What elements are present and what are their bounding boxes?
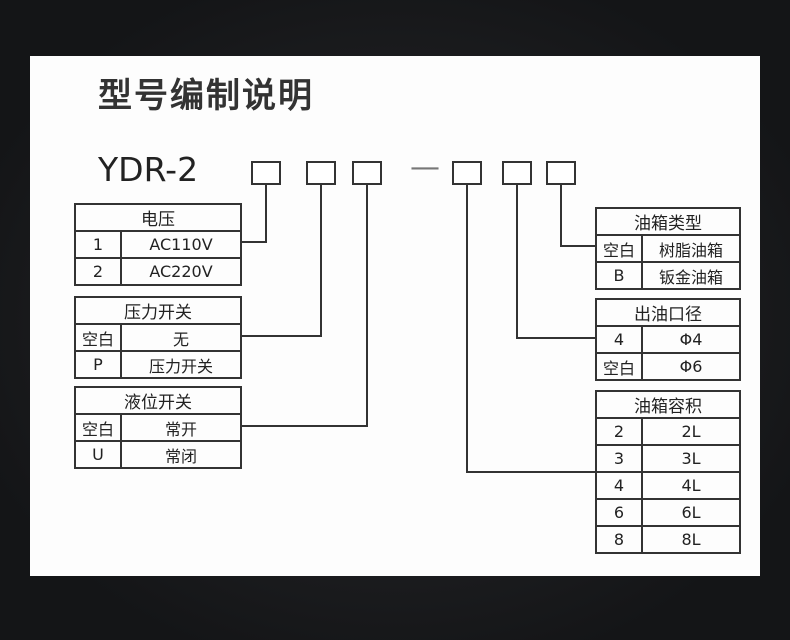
level-switch-value: 常闭 xyxy=(120,440,242,469)
tank-volume-value: 8L xyxy=(641,525,741,554)
tank-type-value: 树脂油箱 xyxy=(641,234,741,263)
voltage-value: AC110V xyxy=(120,230,242,259)
table-row: B 钣金油箱 xyxy=(595,261,741,290)
level-switch-code: U xyxy=(74,440,122,469)
model-prefix: YDR-2 xyxy=(98,150,199,189)
tank-type-table: 油箱类型 空白 树脂油箱 B 钣金油箱 xyxy=(595,207,741,290)
connector-level-switch xyxy=(242,185,368,427)
connector-outlet-diameter xyxy=(516,185,595,339)
code-slot-1 xyxy=(251,161,281,185)
pressure-switch-code: P xyxy=(74,350,122,379)
code-slot-2 xyxy=(306,161,336,185)
tank-volume-code: 4 xyxy=(595,471,643,500)
page-title: 型号编制说明 xyxy=(98,76,314,116)
tank-volume-value: 2L xyxy=(641,417,741,446)
tank-type-code: B xyxy=(595,261,643,290)
pressure-switch-value: 无 xyxy=(120,323,242,352)
outlet-diameter-value: Φ4 xyxy=(641,325,741,354)
voltage-code: 1 xyxy=(74,230,122,259)
model-separator: — xyxy=(410,150,440,185)
outlet-diameter-table-header: 出油口径 xyxy=(595,298,741,327)
tank-type-code: 空白 xyxy=(595,234,643,263)
table-row: 空白 常开 xyxy=(74,413,242,442)
code-slot-5 xyxy=(502,161,532,185)
level-switch-value: 常开 xyxy=(120,413,242,442)
table-row: 2 2L xyxy=(595,417,741,446)
outlet-diameter-table: 出油口径 4 Φ4 空白 Φ6 xyxy=(595,298,741,381)
code-slot-6 xyxy=(546,161,576,185)
tank-volume-table-header: 油箱容积 xyxy=(595,390,741,419)
voltage-value: AC220V xyxy=(120,257,242,286)
level-switch-code: 空白 xyxy=(74,413,122,442)
table-row: 4 4L xyxy=(595,471,741,500)
table-row: U 常闭 xyxy=(74,440,242,469)
outlet-diameter-value: Φ6 xyxy=(641,352,741,381)
voltage-table: 电压 1 AC110V 2 AC220V xyxy=(74,203,242,286)
table-row: 6 6L xyxy=(595,498,741,527)
tank-volume-code: 8 xyxy=(595,525,643,554)
outlet-diameter-code: 4 xyxy=(595,325,643,354)
table-row: 4 Φ4 xyxy=(595,325,741,354)
connector-tank-volume xyxy=(466,185,595,473)
code-slot-3 xyxy=(352,161,382,185)
tank-volume-code: 2 xyxy=(595,417,643,446)
table-row: 3 3L xyxy=(595,444,741,473)
connector-voltage xyxy=(242,185,267,243)
voltage-table-header: 电压 xyxy=(74,203,242,232)
table-row: 2 AC220V xyxy=(74,257,242,286)
table-row: 空白 树脂油箱 xyxy=(595,234,741,263)
tank-type-value: 钣金油箱 xyxy=(641,261,741,290)
voltage-code: 2 xyxy=(74,257,122,286)
tank-volume-code: 3 xyxy=(595,444,643,473)
pressure-switch-table-header: 压力开关 xyxy=(74,296,242,325)
pressure-switch-table: 压力开关 空白 无 P 压力开关 xyxy=(74,296,242,379)
table-row: 空白 Φ6 xyxy=(595,352,741,381)
connector-tank-type xyxy=(560,185,595,247)
tank-volume-value: 4L xyxy=(641,471,741,500)
code-slot-4 xyxy=(452,161,482,185)
pressure-switch-value: 压力开关 xyxy=(120,350,242,379)
table-row: 8 8L xyxy=(595,525,741,554)
tank-volume-value: 3L xyxy=(641,444,741,473)
outlet-diameter-code: 空白 xyxy=(595,352,643,381)
tank-volume-value: 6L xyxy=(641,498,741,527)
table-row: P 压力开关 xyxy=(74,350,242,379)
tank-type-table-header: 油箱类型 xyxy=(595,207,741,236)
table-row: 空白 无 xyxy=(74,323,242,352)
connector-pressure-switch xyxy=(242,185,322,337)
tank-volume-code: 6 xyxy=(595,498,643,527)
level-switch-table: 液位开关 空白 常开 U 常闭 xyxy=(74,386,242,469)
level-switch-table-header: 液位开关 xyxy=(74,386,242,415)
table-row: 1 AC110V xyxy=(74,230,242,259)
tank-volume-table: 油箱容积 2 2L 3 3L 4 4L 6 6L 8 8L xyxy=(595,390,741,554)
pressure-switch-code: 空白 xyxy=(74,323,122,352)
